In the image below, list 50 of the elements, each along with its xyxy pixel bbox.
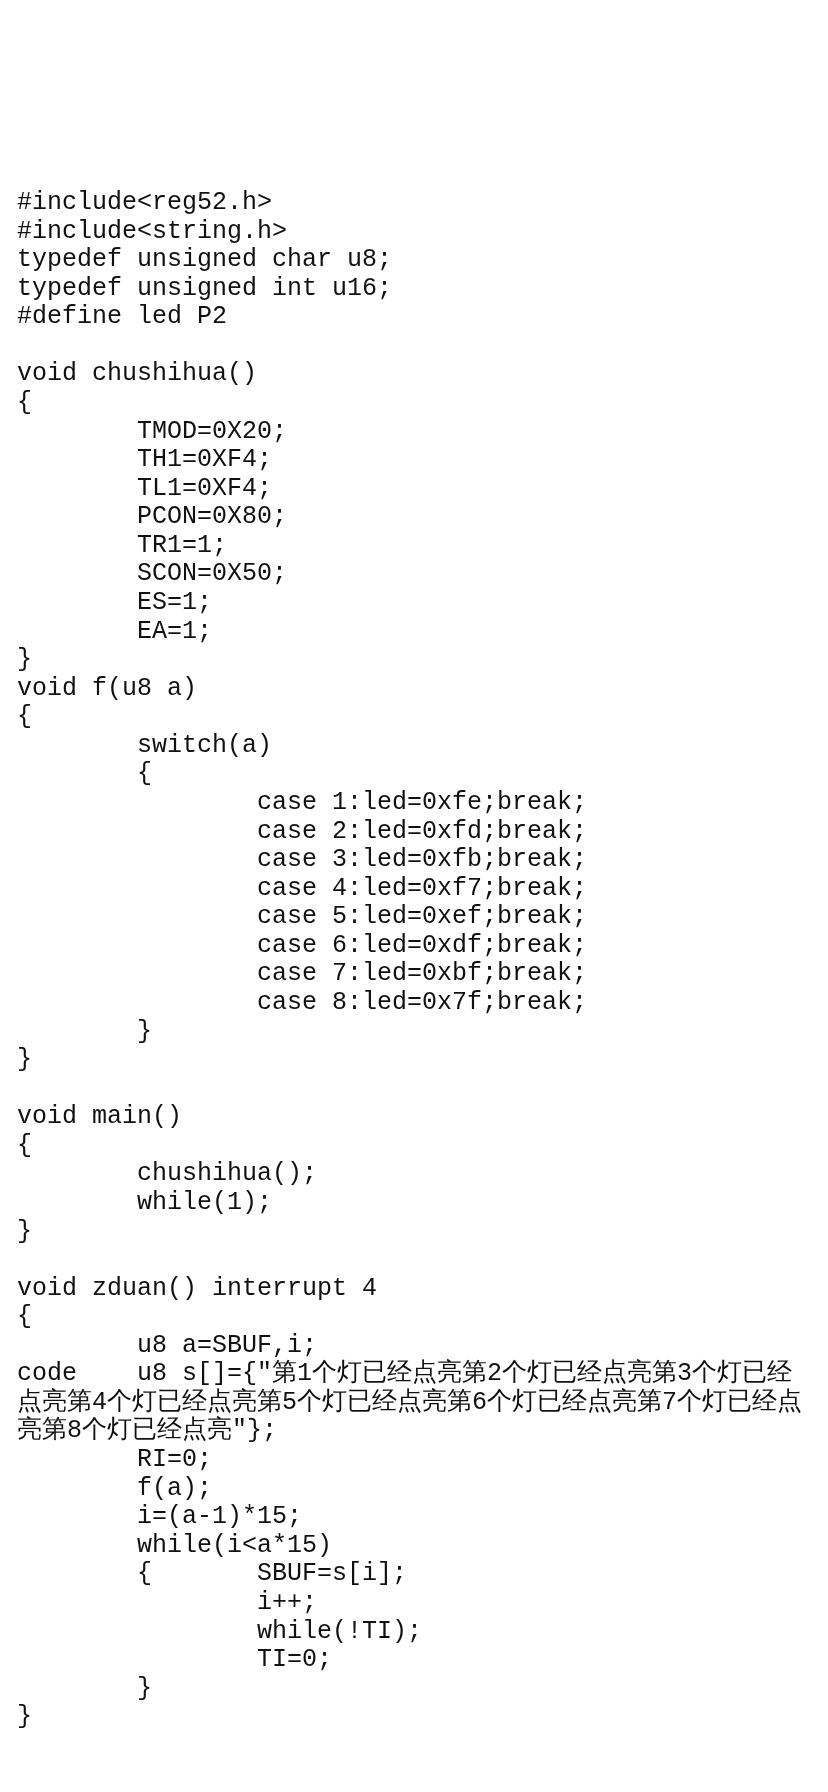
code-line: typedef unsigned int u16; (17, 274, 393, 303)
code-line: case 4:led=0xf7;break; (257, 874, 588, 903)
code-line: i=(a-1)*15; (137, 1503, 303, 1532)
code-line: u8 a=SBUF,i; (137, 1331, 318, 1360)
code-line: switch(a) (137, 731, 273, 760)
code-line: while(1); (137, 1188, 273, 1217)
code-line: case 5:led=0xef;break; (257, 903, 588, 932)
code-line: #include<reg52.h> (17, 189, 273, 217)
code-line: } (17, 1217, 32, 1246)
code-line: void zduan() interrupt 4 (17, 1274, 378, 1303)
code-line: void main() (17, 1103, 183, 1132)
code-line: } (17, 646, 32, 675)
code-line: TL1=0XF4; (137, 474, 273, 503)
code-line: { (17, 1303, 32, 1332)
code-line: TMOD=0X20; (137, 417, 288, 446)
code-line: f(a); (137, 1474, 212, 1503)
code-line: case 7:led=0xbf;break; (257, 960, 588, 989)
code-line: ES=1; (137, 588, 212, 617)
code-line: case 3:led=0xfb;break; (257, 846, 588, 875)
code-line: while(i<a*15) (137, 1531, 333, 1560)
code-line: while(!TI); (257, 1617, 423, 1646)
code-line: EA=1; (137, 617, 212, 646)
code-line: #define led P2 (17, 303, 228, 332)
code-line: } (17, 1703, 32, 1732)
code-line: code u8 s[]={"第1个灯已经点亮第2个灯已经点亮第3个灯已经点亮第4个灯已经点亮第5个灯已经点亮第6个灯已经点亮第7个灯已经点亮第8个灯已经点亮"}; (17, 1360, 803, 1446)
code-line: #include<string.h> (17, 217, 288, 246)
code-line: } (17, 1046, 32, 1075)
code-line: case 8:led=0x7f;break; (257, 988, 588, 1017)
code-line: { (137, 1560, 152, 1589)
code-line: { (17, 389, 32, 417)
code-line: } (137, 1674, 152, 1703)
code-line: } (137, 1017, 152, 1046)
code-line: SCON=0X50; (137, 560, 288, 589)
code-line: PCON=0X80; (137, 503, 288, 532)
code-line: SBUF=s[i]; (257, 1560, 408, 1589)
code-line: TI=0; (257, 1646, 332, 1675)
code-line: { (17, 1131, 32, 1160)
code-line: { (17, 703, 32, 732)
code-line: void f(u8 a) (17, 674, 198, 703)
code-line: void chushihua() (17, 360, 258, 389)
code-line: typedef unsigned char u8; (17, 246, 393, 275)
code-line: TR1=1; (137, 531, 227, 560)
code-line: { (137, 760, 152, 789)
code-line: TH1=0XF4; (137, 446, 273, 475)
code-line: case 2:led=0xfd;break; (257, 817, 588, 846)
code-line: case 1:led=0xfe;break; (257, 788, 588, 817)
code-line: chushihua(); (137, 1160, 318, 1189)
code-line: case 6:led=0xdf;break; (257, 931, 588, 960)
code-line: RI=0; (137, 1446, 212, 1475)
code-line: i++; (257, 1588, 317, 1617)
